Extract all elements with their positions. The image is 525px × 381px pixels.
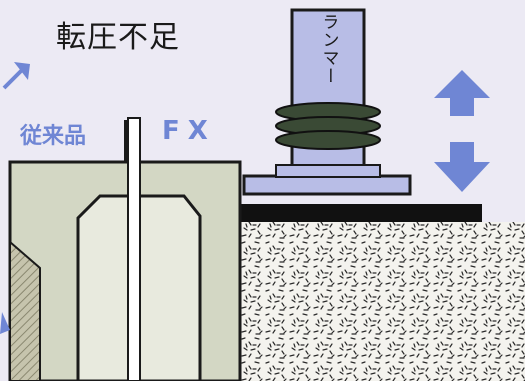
diagonal-arrow-icon: [2, 62, 30, 90]
up-arrow-icon: [434, 70, 490, 116]
manhole-frame: [8, 160, 242, 381]
down-arrow-icon: [434, 142, 490, 192]
fx-rod: [127, 117, 141, 381]
asphalt-layer: [236, 204, 482, 222]
gravel-ground: [240, 222, 525, 381]
separator-line: [124, 120, 127, 162]
label-rammer: ランマー: [318, 13, 339, 85]
label-fx: FX: [162, 116, 216, 146]
diagonal-arrow-icon-lower: [0, 312, 10, 334]
rammer: [242, 8, 412, 196]
title-insufficient-compaction: 転圧不足: [56, 20, 180, 55]
label-conventional: 従来品: [20, 124, 87, 149]
